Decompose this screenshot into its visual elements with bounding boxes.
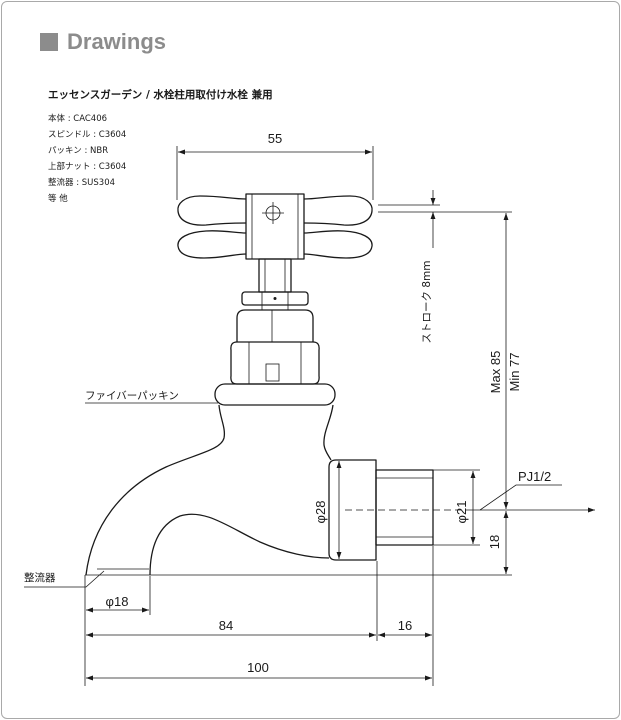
handle xyxy=(177,193,373,260)
material-item: パッキン : NBR xyxy=(48,146,109,156)
body-right-edge xyxy=(323,404,334,461)
handle-right-upper-wing xyxy=(303,195,373,226)
handle-left-upper-wing xyxy=(177,195,247,226)
section-title: Drawings xyxy=(67,29,167,54)
dim-stroke: ストローク 8mm xyxy=(421,261,433,344)
thread-spec-leader xyxy=(479,484,562,511)
aerator-leader xyxy=(24,570,105,588)
section-header: Drawings xyxy=(40,31,166,53)
bonnet xyxy=(236,309,314,342)
dim-spout-reach: 84 xyxy=(219,618,233,633)
thread-spec-label: PJ1/2 xyxy=(518,469,551,484)
upper-nut xyxy=(241,291,309,306)
spout-outer-edge xyxy=(85,404,226,576)
aerator-label: 整流器 xyxy=(24,571,56,584)
dim-overall-length: 100 xyxy=(247,660,269,675)
dim-handle-width: 55 xyxy=(268,131,282,146)
faucet-body xyxy=(85,404,434,576)
material-item: 本体 : CAC406 xyxy=(48,114,108,124)
handle-hub xyxy=(245,193,305,260)
spindle-assembly xyxy=(214,258,336,406)
upper-nut-mark xyxy=(273,297,277,300)
handle-right-lower-wing xyxy=(303,230,373,259)
handle-left-lower-wing xyxy=(177,230,247,259)
hex-center-flat xyxy=(265,363,280,382)
material-item: 整流器 : SUS304 xyxy=(48,178,116,188)
product-title: エッセンスガーデン / 水栓柱用取付け水栓 兼用 xyxy=(48,89,273,101)
material-item: 等 他 xyxy=(48,194,68,204)
dim-inlet-diameter: φ28 xyxy=(313,501,328,524)
square-icon xyxy=(40,33,58,51)
material-item: スピンドル : C3604 xyxy=(48,130,127,140)
spout-inner-edge xyxy=(149,513,330,576)
inlet-thread xyxy=(375,469,434,546)
fiber-packing-label: ファイバーパッキン xyxy=(85,390,179,402)
dim-thread-length: 16 xyxy=(398,618,412,633)
dim-thread-diameter: φ21 xyxy=(454,501,469,524)
fiber-packing-flange xyxy=(214,383,336,406)
dim-center-height: 18 xyxy=(487,535,502,549)
hex-nut xyxy=(230,341,320,385)
inlet-nut xyxy=(328,459,377,561)
dim-height-max: Max 85 xyxy=(488,351,503,394)
dim-outlet-diameter: φ18 xyxy=(106,594,129,609)
material-item: 上部ナット : C3604 xyxy=(48,162,127,172)
dim-height-min: Min 77 xyxy=(507,352,522,391)
materials-list: 本体 : CAC406 スピンドル : C3604 パッキン : NBR 上部ナ… xyxy=(48,111,126,207)
spindle-stem xyxy=(258,258,292,293)
